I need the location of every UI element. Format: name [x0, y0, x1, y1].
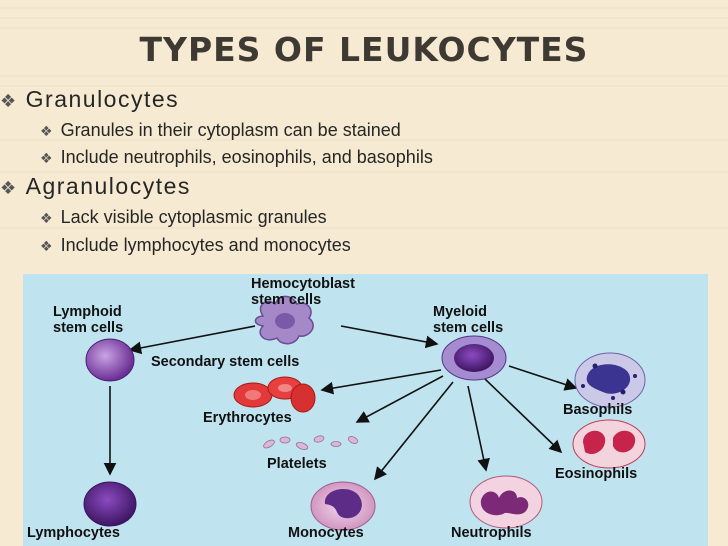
diamond-bullet-icon: ❖ — [40, 211, 53, 227]
secondary-stem-cells-label: Secondary stem cells — [151, 354, 299, 370]
arrow — [128, 325, 256, 355]
arrow — [467, 385, 490, 472]
neutrophils-label: Neutrophils — [451, 525, 532, 541]
erythrocyte-center — [278, 384, 292, 392]
arrow — [484, 378, 563, 454]
monocytes-label: Monocytes — [288, 525, 364, 541]
sub-bullet: ❖ Include lymphocytes and monocytes — [40, 235, 351, 256]
sub-bullet-text: Granules in their cytoplasm can be stain… — [60, 120, 401, 140]
neutrophil-nucleus — [480, 490, 529, 516]
eosinophil-nucleus-lobe — [583, 430, 606, 455]
myeloid-label-line2: stem cells — [433, 320, 503, 336]
basophil-nucleus — [586, 364, 631, 394]
slide-title: TYPES OF LEUKOCYTES — [139, 30, 589, 69]
hemocytoblast-nucleus — [275, 313, 295, 329]
lymphocyte-cell — [83, 481, 137, 527]
lymphoid-label: Lymphoid — [53, 304, 122, 320]
arrow — [508, 365, 578, 391]
monocyte-nucleus — [324, 489, 362, 519]
blood-cell-diagram: Hemocytoblast stem cells Lymphoid stem c… — [23, 274, 708, 546]
bullet-agranulocytes: ❖ Agranulocytes — [0, 173, 191, 200]
lymphocytes-label: Lymphocytes — [27, 525, 120, 541]
basophil-granules — [581, 363, 637, 400]
bullet-text: Granulocytes — [25, 86, 180, 112]
sub-bullet-text: Lack visible cytoplasmic granules — [60, 207, 327, 227]
platelets — [263, 435, 359, 450]
erythrocyte-center — [245, 390, 261, 400]
diamond-bullet-icon: ❖ — [40, 151, 53, 167]
sub-bullet: ❖ Granules in their cytoplasm can be stai… — [40, 120, 401, 141]
arrow — [373, 381, 454, 481]
arrow — [355, 375, 444, 423]
bullet-text: Agranulocytes — [25, 173, 191, 199]
erythrocyte — [290, 383, 316, 413]
arrow — [340, 325, 439, 349]
sub-bullet: ❖ Include neutrophils, eosinophils, and b… — [40, 147, 433, 168]
myeloid-nucleus — [454, 344, 494, 372]
bullet-granulocytes: ❖ Granulocytes — [0, 86, 179, 113]
arrow — [320, 369, 442, 395]
diamond-bullet-icon: ❖ — [40, 124, 53, 140]
erythrocytes-label: Erythrocytes — [203, 410, 292, 426]
diamond-bullet-icon: ❖ — [0, 178, 18, 199]
platelets-label: Platelets — [267, 456, 327, 472]
eosinophil-nucleus-lobe — [613, 430, 636, 453]
myeloid-label: Myeloid — [433, 304, 487, 320]
hemocytoblast-label-line2: stem cells — [251, 292, 321, 308]
sub-bullet-text: Include lymphocytes and monocytes — [60, 235, 351, 255]
sub-bullet: ❖ Lack visible cytoplasmic granules — [40, 207, 327, 228]
basophils-label: Basophils — [563, 402, 632, 418]
lymphoid-stem-cell — [85, 338, 135, 382]
sub-bullet-text: Include neutrophils, eosinophils, and ba… — [60, 147, 433, 167]
hemocytoblast-label: Hemocytoblast — [251, 276, 355, 292]
diamond-bullet-icon: ❖ — [40, 239, 53, 255]
lymphoid-label-line2: stem cells — [53, 320, 123, 336]
diamond-bullet-icon: ❖ — [0, 91, 18, 112]
eosinophils-label: Eosinophils — [555, 466, 637, 482]
